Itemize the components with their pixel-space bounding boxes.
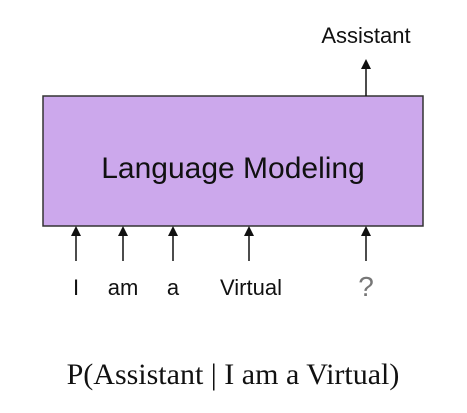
language-modeling-box [42, 95, 424, 227]
query-token: ? [358, 271, 374, 302]
probability-formula: P(Assistant | I am a Virtual) [67, 358, 400, 391]
input-token-am: am [108, 275, 139, 300]
language-modeling-label: Language Modeling [101, 152, 365, 185]
input-token-i: I [73, 275, 79, 300]
output-label: Assistant [321, 23, 410, 48]
input-token-a: a [167, 275, 180, 300]
input-token-virtual: Virtual [220, 275, 282, 300]
